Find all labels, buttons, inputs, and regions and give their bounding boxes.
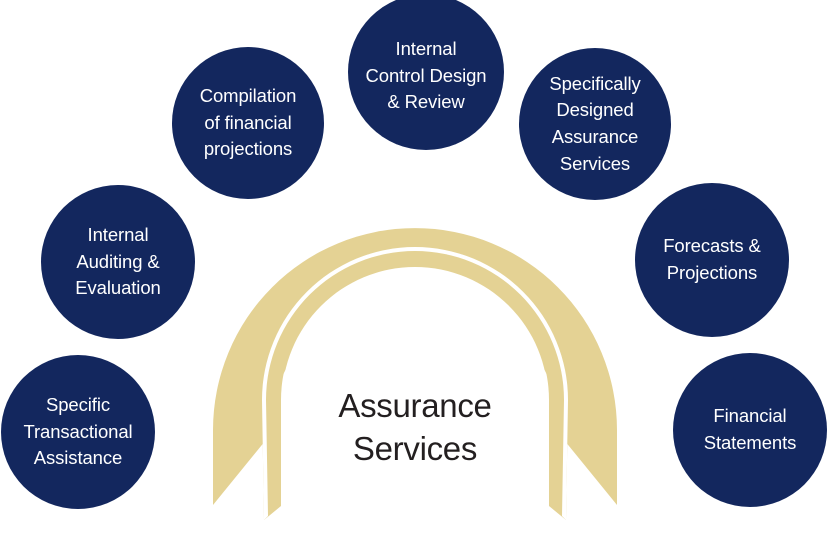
node-label-forecasts-projections: Forecasts & Projections [663, 235, 761, 283]
node-internal-auditing-evaluation[interactable]: Internal Auditing & Evaluation [41, 185, 195, 339]
node-label-internal-control-design-review: Internal Control Design & Review [365, 38, 487, 113]
node-label-internal-auditing-evaluation: Internal Auditing & Evaluation [75, 224, 161, 299]
center-hub-label: Assurance Services [255, 340, 575, 471]
center-disc [282, 267, 548, 533]
inner-ribbon-left [262, 247, 415, 520]
node-label-financial-statements: Financial Statements [703, 405, 797, 453]
node-forecasts-projections[interactable]: Forecasts & Projections [635, 183, 789, 337]
node-compilation-of-financial-projections[interactable]: Compilation of financial projections [172, 47, 324, 199]
node-financial-statements[interactable]: Financial Statements [673, 353, 827, 507]
node-specifically-designed-assurance-services[interactable]: Specifically Designed Assurance Services [519, 48, 671, 200]
center-hub-text: Assurance Services [338, 386, 492, 468]
node-label-specifically-designed-assurance-services: Specifically Designed Assurance Services [549, 72, 641, 174]
node-label-compilation-of-financial-projections: Compilation of financial projections [199, 85, 297, 160]
inner-ribbon-right [415, 247, 568, 520]
node-specific-transactional-assistance[interactable]: Specific Transactional Assistance [1, 355, 155, 509]
node-label-specific-transactional-assistance: Specific Transactional Assistance [23, 394, 133, 469]
node-internal-control-design-review[interactable]: Internal Control Design & Review [348, 0, 504, 150]
